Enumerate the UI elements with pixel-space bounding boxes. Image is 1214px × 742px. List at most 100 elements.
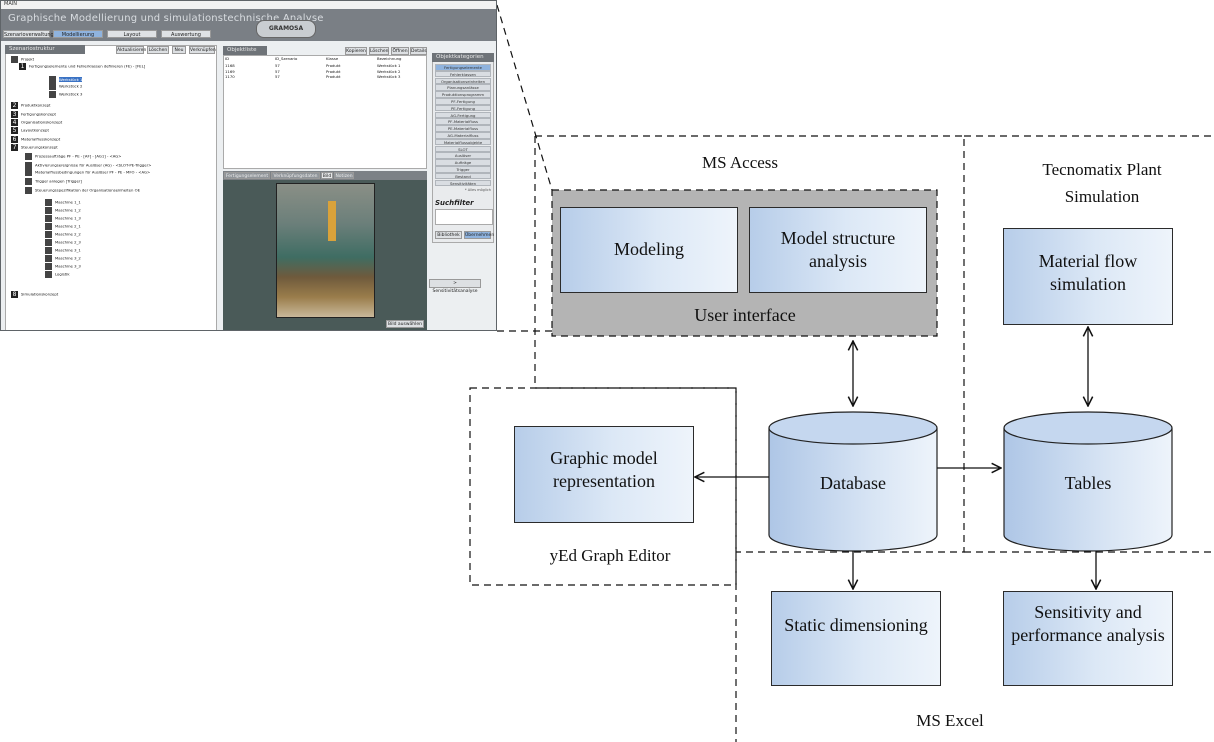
category-button[interactable]: AG-Fertigung xyxy=(435,111,491,119)
table-cell[interactable]: 1169 xyxy=(225,68,235,74)
tree-item-label: Projekt xyxy=(21,56,35,62)
category-button[interactable]: PF-Materialfluss xyxy=(435,118,491,125)
category-button[interactable]: PF-Fertigung xyxy=(435,98,491,105)
category-button[interactable]: Fehlerklassen xyxy=(435,70,491,78)
library-button[interactable]: Bibliothek xyxy=(435,231,462,239)
tree-item-label: Maschine 3_1 xyxy=(55,247,81,253)
category-button[interactable]: Sensitivitäten xyxy=(435,179,491,187)
tree-item[interactable]: Maschine 1_1 xyxy=(45,199,81,206)
tree-item-label: Fertigungselemente und Fehlerklassen def… xyxy=(29,63,146,69)
tree-item[interactable]: Projekt xyxy=(11,56,34,63)
tree-delete-button[interactable]: Löschen xyxy=(147,46,169,54)
details-button[interactable]: Details xyxy=(410,47,427,55)
tree-node-icon xyxy=(45,255,52,262)
table-header-cell[interactable]: Bezeichnung xyxy=(377,56,402,61)
category-button[interactable]: Trigger xyxy=(435,166,491,173)
search-filter-input[interactable] xyxy=(435,209,493,225)
tree-item[interactable]: Maschine 3_1 xyxy=(45,247,81,254)
table-cell[interactable]: 1168 xyxy=(225,63,235,68)
select-image-button[interactable]: Bild auswählen xyxy=(386,320,424,328)
object-list-title: Objektliste xyxy=(223,46,267,55)
tab-verknuepfungsdaten[interactable]: Verknüpfungsdaten xyxy=(271,172,320,179)
category-button[interactable]: Produktionsprogramm xyxy=(435,91,491,98)
tab-bild[interactable]: Bild xyxy=(321,172,333,179)
sensitivity-analysis-button[interactable]: > Sensitivitätsanalyse xyxy=(429,279,481,294)
tree-item[interactable]: Maschine 1_3 xyxy=(45,215,81,222)
nav-auswertung[interactable]: Auswertung xyxy=(161,30,211,38)
table-header-cell[interactable]: ID_Szenario xyxy=(275,56,298,61)
tree-item[interactable]: Logistik xyxy=(45,271,70,278)
category-button[interactable]: Organisationseinheiten xyxy=(435,77,491,85)
apply-button[interactable]: Übernehmen xyxy=(464,231,495,239)
category-button[interactable]: Planungsanlässe xyxy=(435,84,491,91)
zoom-line-top xyxy=(496,4,553,191)
tree-item[interactable]: Steuerungsspezifikation der Organisation… xyxy=(25,187,140,194)
table-cell[interactable]: 57 xyxy=(275,74,280,79)
tree-item-label: Maschine 2_2 xyxy=(55,231,81,237)
category-button[interactable]: Bestand xyxy=(435,172,491,180)
tree-link-button[interactable]: Verknüpfen xyxy=(189,46,216,54)
tree-item-label: Maschine 1_2 xyxy=(55,207,81,213)
tree-item[interactable]: Maschine 1_2 xyxy=(45,207,81,214)
category-button[interactable]: PE-Fertigung xyxy=(435,104,491,112)
tree-item-label: Maschine 1_1 xyxy=(55,199,81,205)
categories-note: * Alles möglich xyxy=(464,188,491,192)
category-button[interactable]: SLOT xyxy=(435,145,491,153)
table-cell[interactable]: Werkstück 3 xyxy=(377,74,401,79)
table-cell[interactable]: Produkt xyxy=(326,68,341,74)
tree-refresh-button[interactable]: Aktualisieren xyxy=(116,46,147,54)
tree-item[interactable]: Werkstück 1 xyxy=(49,76,83,83)
nav-modellierung[interactable]: Modellierung xyxy=(53,30,103,38)
category-button[interactable]: Fertigungselemente xyxy=(435,64,491,71)
tree-item-label: Produktkonzept xyxy=(21,102,51,108)
nav-szenarioverwaltung[interactable]: Szenarioverwaltung xyxy=(3,30,54,38)
tree-node-icon xyxy=(45,223,52,230)
table-cell[interactable]: Produkt xyxy=(326,74,341,79)
tree-item[interactable]: Aktivierungsereignisse für Auslöser (AG)… xyxy=(25,162,151,169)
table-cell[interactable]: 57 xyxy=(275,63,280,68)
table-cell[interactable]: Werkstück 2 xyxy=(377,68,401,74)
category-button[interactable]: PE-Materialfluss xyxy=(435,125,491,132)
category-button[interactable]: Materialflussobjekte xyxy=(435,138,491,146)
tree-new-button[interactable]: Neu xyxy=(172,46,186,54)
tree-node-icon xyxy=(25,178,32,185)
tree-item[interactable]: Werkstück 3 xyxy=(49,91,82,98)
table-cell[interactable]: Werkstück 1 xyxy=(377,63,401,68)
nav-layout[interactable]: Layout xyxy=(107,30,157,38)
tree-item[interactable]: Maschine 2_1 xyxy=(45,223,81,230)
tree-item[interactable]: Prozessaufträge PF - PE - [AF] - [AG1] -… xyxy=(25,153,121,160)
tree-item[interactable]: Materialflussbedingungen für Auslöser PF… xyxy=(25,169,150,176)
tree-item[interactable]: Maschine 3_3 xyxy=(45,263,81,270)
tree-item[interactable]: Werkstück 2 xyxy=(49,83,82,90)
tree-item[interactable]: Maschine 2_3 xyxy=(45,239,81,246)
category-button[interactable]: AG-Materialfluss xyxy=(435,132,491,139)
table-header-cell[interactable]: ID xyxy=(225,56,230,61)
tree-number-icon: 5 xyxy=(11,127,18,134)
open-button[interactable]: Öffnen xyxy=(391,47,409,55)
table-cell[interactable]: Produkt xyxy=(326,63,341,68)
category-button[interactable]: Aufträge xyxy=(435,159,491,166)
tab-notizen[interactable]: Notizen xyxy=(334,172,354,179)
tree-item[interactable]: Trigger anlegen [Trigger] xyxy=(25,178,82,185)
tab-fertigungselement[interactable]: Fertigungselement xyxy=(224,172,270,179)
table-header-cell[interactable]: Klasse xyxy=(326,56,339,61)
tree-item[interactable]: Maschine 2_2 xyxy=(45,231,81,238)
table-cell[interactable]: 57 xyxy=(275,68,280,74)
window-title: MAIN xyxy=(4,1,17,7)
tree-number-icon: 6 xyxy=(11,136,18,143)
delete-button[interactable]: Löschen xyxy=(369,47,389,55)
modeling-label: Modeling xyxy=(614,239,684,259)
table-cell[interactable]: 1170 xyxy=(225,74,235,79)
sensitivity-label: Sensitivity and performance analysis xyxy=(1011,602,1165,645)
category-button[interactable]: Auslöser xyxy=(435,152,491,159)
tree-item[interactable]: Maschine 3_2 xyxy=(45,255,81,262)
copy-button[interactable]: Kopieren xyxy=(345,47,367,55)
